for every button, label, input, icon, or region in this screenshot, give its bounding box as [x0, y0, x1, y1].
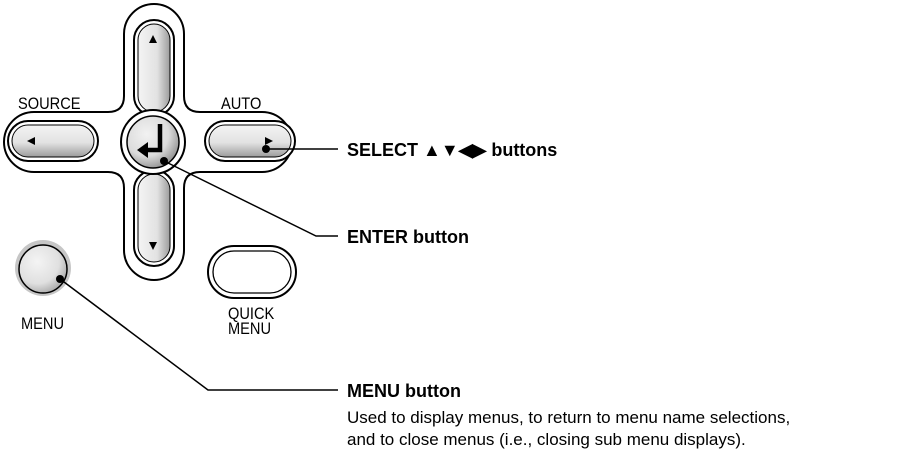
auto-label: AUTO — [221, 94, 262, 113]
select-buttons-callout: SELECT ▲▼◀▶ buttons — [347, 140, 558, 160]
up-button[interactable] — [133, 19, 175, 117]
down-button[interactable] — [133, 169, 175, 267]
menu-button-description: Used to display menus, to return to menu… — [347, 407, 790, 451]
quick-menu-label-line1: QUICK — [228, 304, 275, 323]
triangle-right-icon — [265, 137, 273, 145]
enter-button-callout: ENTER button — [347, 227, 469, 247]
menu-desc-line2: and to close menus (i.e., closing sub me… — [347, 430, 746, 449]
menu-label: MENU — [21, 314, 65, 333]
quick-menu-button[interactable] — [207, 245, 297, 299]
menu-leader-line — [56, 275, 338, 391]
source-label: SOURCE — [18, 94, 81, 113]
quick-menu-label-line2: MENU — [228, 319, 272, 338]
menu-button[interactable] — [15, 240, 71, 296]
triangle-down-icon — [149, 242, 157, 250]
menu-desc-line1: Used to display menus, to return to menu… — [347, 408, 791, 427]
select-leader-line — [262, 145, 338, 153]
right-auto-button[interactable] — [204, 120, 296, 162]
enter-leader-line — [160, 157, 338, 237]
quick-menu-label: QUICK MENU — [228, 304, 275, 338]
triangle-left-icon — [27, 137, 35, 145]
enter-arrow-icon — [137, 124, 163, 158]
menu-button-callout: MENU button — [347, 381, 461, 401]
triangle-up-icon — [149, 35, 157, 43]
enter-button[interactable] — [120, 109, 186, 175]
left-source-button[interactable] — [7, 120, 99, 162]
